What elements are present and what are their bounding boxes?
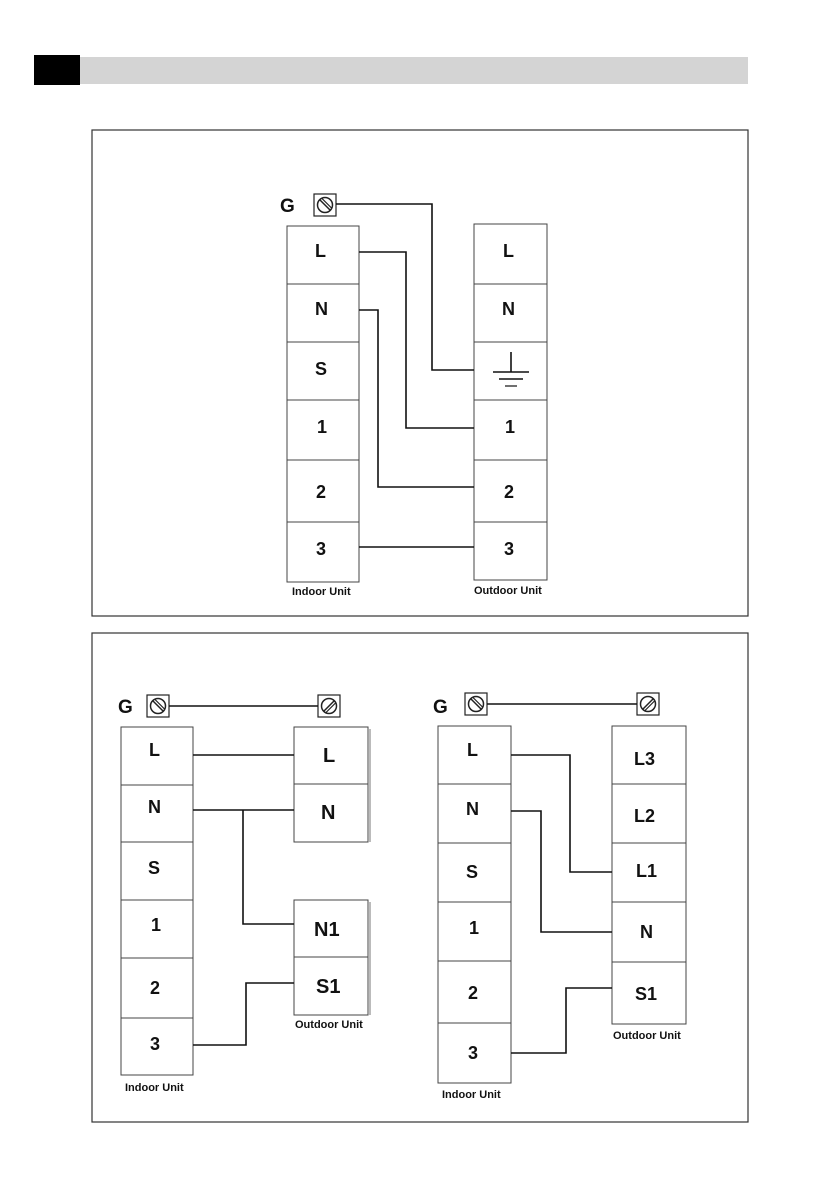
indoor-terminal: L — [467, 740, 478, 760]
outdoor-terminal: S1 — [316, 976, 340, 998]
indoor-terminal: S — [315, 359, 327, 379]
outdoor-bottom-terminal-block: N1 S1 — [294, 900, 370, 1015]
indoor-terminal: 3 — [150, 1034, 160, 1054]
indoor-unit-caption: Indoor Unit — [442, 1089, 501, 1101]
ground-screw-icon — [465, 693, 487, 715]
indoor-terminal-block: L N S 1 2 3 — [438, 726, 511, 1083]
outdoor-terminal: N1 — [314, 919, 340, 941]
outdoor-terminal: 3 — [504, 539, 514, 559]
outdoor-terminal: L3 — [634, 749, 655, 769]
indoor-terminal: 3 — [468, 1043, 478, 1063]
indoor-terminal: S — [148, 858, 160, 878]
outdoor-top-terminal-block: L N — [294, 727, 370, 842]
indoor-terminal: N — [315, 299, 328, 319]
outdoor-terminal: S1 — [635, 984, 657, 1004]
indoor-unit-caption: Indoor Unit — [292, 586, 351, 598]
outdoor-unit-caption: Outdoor Unit — [613, 1030, 681, 1042]
outdoor-unit-caption: Outdoor Unit — [474, 585, 542, 597]
outdoor-terminal: L2 — [634, 806, 655, 826]
indoor-unit-caption: Indoor Unit — [125, 1082, 184, 1094]
ground-screw-icon — [147, 695, 169, 717]
indoor-terminal: 1 — [469, 918, 479, 938]
indoor-terminal: N — [148, 797, 161, 817]
indoor-terminal: L — [149, 740, 160, 760]
indoor-terminal: 1 — [151, 915, 161, 935]
indoor-terminal: 1 — [317, 417, 327, 437]
indoor-terminal-block: L N S 1 2 3 — [287, 226, 359, 582]
diagram-1-frame — [92, 130, 748, 616]
ground-screw-icon — [637, 693, 659, 715]
outdoor-terminal: N — [502, 299, 515, 319]
outdoor-terminal: N — [640, 922, 653, 942]
indoor-terminal: 2 — [150, 978, 160, 998]
ground-screw-icon — [318, 695, 340, 717]
outdoor-terminal: 2 — [504, 482, 514, 502]
indoor-terminal: N — [466, 799, 479, 819]
ground-screw-icon — [314, 194, 336, 216]
diagram-1: G L N S 1 2 3 Indoor Unit L N — [92, 130, 748, 616]
ground-label: G — [280, 196, 295, 217]
outdoor-unit-caption: Outdoor Unit — [295, 1019, 363, 1031]
indoor-terminal-block: L N S 1 2 3 — [121, 727, 193, 1075]
indoor-terminal: S — [466, 862, 478, 882]
indoor-terminal: 3 — [316, 539, 326, 559]
outdoor-terminal: L — [323, 745, 335, 767]
ground-label: G — [118, 697, 133, 718]
outdoor-terminal-block: L3 L2 L1 N S1 — [612, 726, 686, 1024]
outdoor-terminal: L1 — [636, 861, 657, 881]
outdoor-terminal: 1 — [505, 417, 515, 437]
indoor-terminal: 2 — [316, 482, 326, 502]
indoor-terminal: 2 — [468, 983, 478, 1003]
outdoor-terminal-block: L N 1 2 3 — [474, 224, 547, 580]
outdoor-terminal: L — [503, 241, 514, 261]
outdoor-terminal: N — [321, 802, 335, 824]
indoor-terminal: L — [315, 241, 326, 261]
ground-label: G — [433, 697, 448, 718]
